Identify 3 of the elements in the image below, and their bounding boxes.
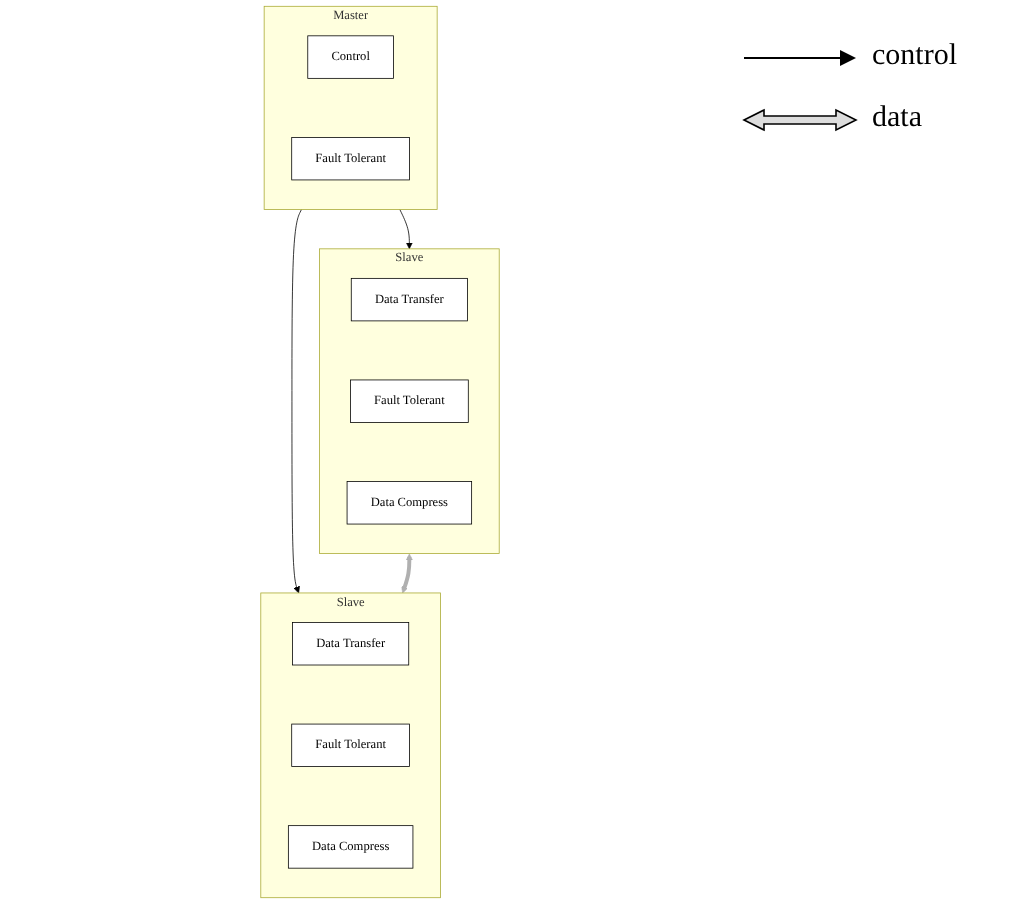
legend-label: data xyxy=(872,102,922,136)
arrow xyxy=(401,553,413,594)
legend-label: control xyxy=(872,40,957,74)
